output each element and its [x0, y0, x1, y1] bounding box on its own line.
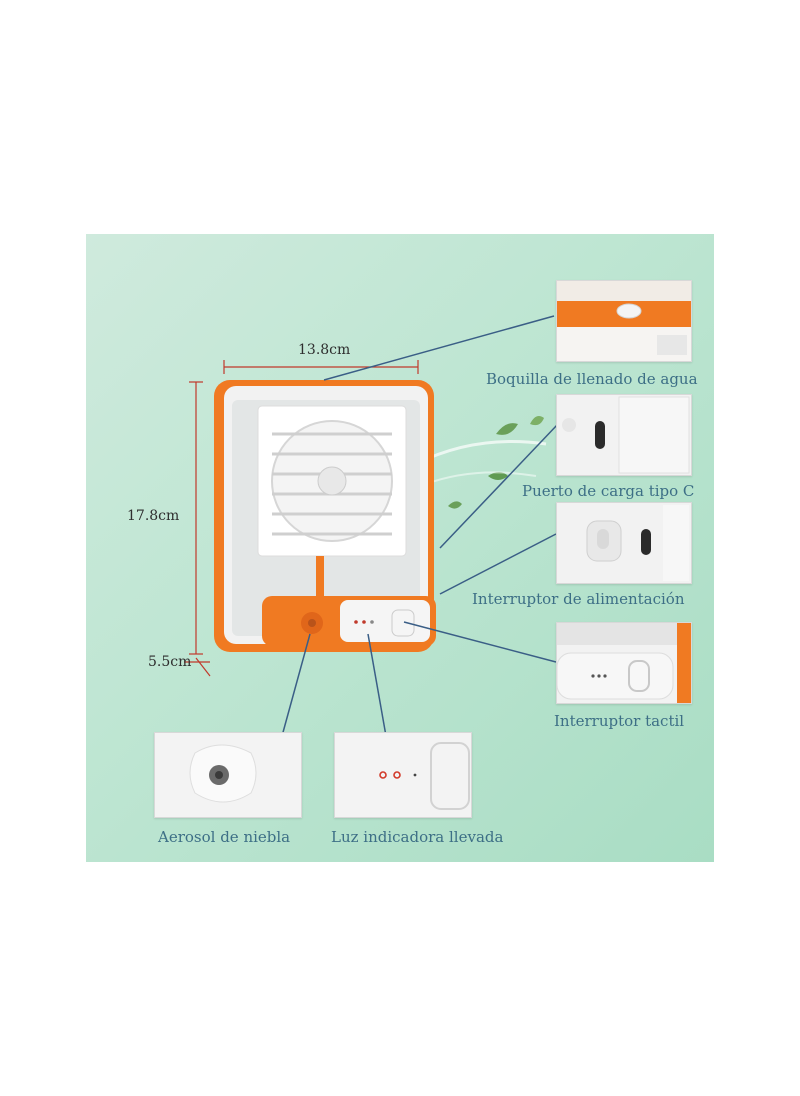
touch-switch-label: Interruptor tactil [554, 712, 685, 730]
led-indicator-thumbnail [334, 732, 472, 818]
mist-spray-label: Aerosol de niebla [158, 828, 291, 846]
leaf-icon [448, 501, 462, 509]
power-switch-label: Interruptor de alimentación [472, 590, 685, 608]
depth-dimension-label: 5.5cm [148, 654, 192, 670]
product-panel: 13.8cm 17.8cm 5.5cm Boquilla de llenado … [86, 234, 714, 862]
mist-spray-thumbnail [154, 732, 302, 818]
depth-dimension-line [184, 657, 211, 677]
height-dimension-label: 17.8cm [127, 508, 180, 524]
illustration-layer [184, 315, 559, 737]
led-indicator-image [335, 733, 471, 817]
airflow-swirl [425, 471, 537, 485]
leaf-icon [496, 423, 518, 435]
type-c-port-thumbnail [556, 394, 692, 476]
fan-device [214, 380, 436, 652]
type-c-port-image [557, 395, 691, 475]
leaf-icon [488, 472, 508, 480]
leaf-icon [530, 416, 544, 426]
mist-spray-image [155, 733, 301, 817]
width-dimension-line [223, 360, 419, 374]
airflow-swirl [415, 440, 547, 466]
leader-lines [281, 315, 559, 737]
led-indicator-label: Luz indicadora llevada [331, 828, 504, 846]
water-fill-nozzle-label: Boquilla de llenado de agua [486, 370, 698, 388]
touch-switch-image [557, 623, 691, 703]
power-switch-thumbnail [556, 502, 692, 584]
water-fill-nozzle-thumbnail [556, 280, 692, 362]
water-fill-nozzle-image [557, 281, 691, 361]
power-switch-image [557, 503, 691, 583]
touch-switch-thumbnail [556, 622, 692, 704]
height-dimension-line [189, 381, 203, 655]
width-dimension-label: 13.8cm [298, 342, 351, 358]
type-c-port-label: Puerto de carga tipo C [522, 482, 695, 500]
